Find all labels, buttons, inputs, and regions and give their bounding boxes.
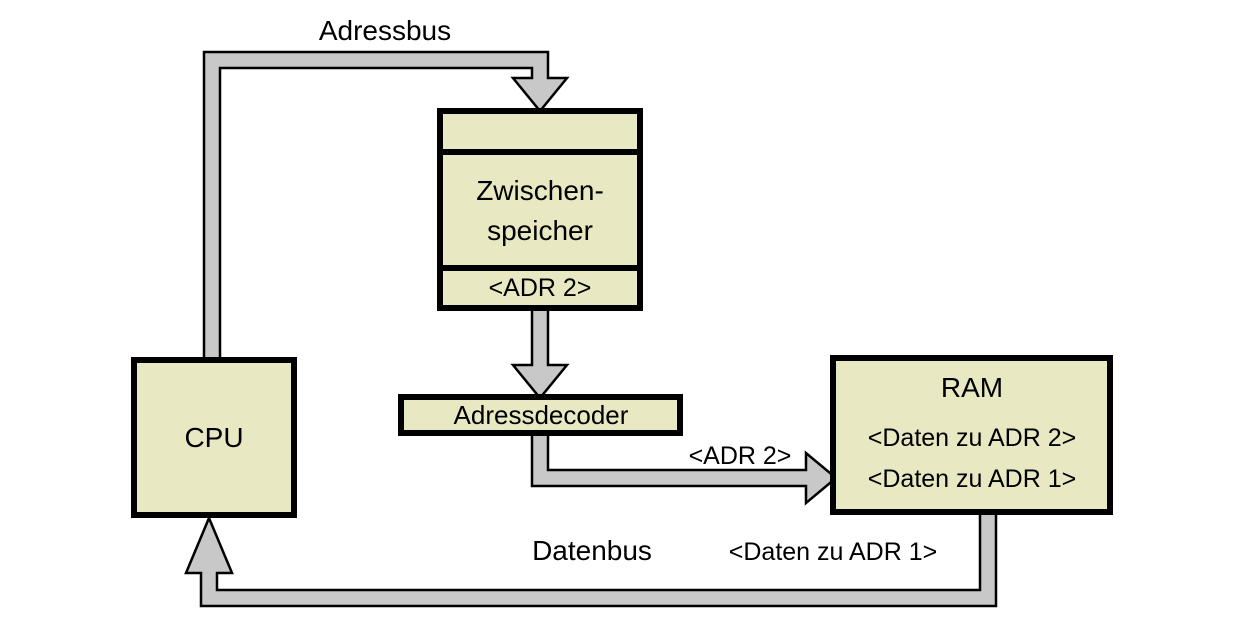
cpu-label: CPU — [184, 422, 243, 453]
zwischenspeicher-adr-value: <ADR 2> — [489, 274, 592, 302]
datenbus-connector — [184, 510, 998, 608]
adressdecoder-node[interactable]: Adressdecoder — [398, 394, 683, 436]
adressbus-label: Adressbus — [319, 15, 451, 46]
ram-title: RAM — [941, 372, 1003, 403]
datenbus-label: Datenbus — [532, 535, 652, 566]
adressbus-connector — [202, 50, 570, 362]
zwischenspeicher-to-adressdecoder-arrow — [510, 306, 570, 400]
datenbus-value-label: <Daten zu ADR 1> — [729, 538, 937, 566]
zwischenspeicher-label-line1: Zwischen- — [476, 175, 604, 206]
adressdecoder-label: Adressdecoder — [454, 400, 629, 430]
cpu-node[interactable]: CPU — [131, 357, 297, 518]
ram-row-adr2: <Daten zu ADR 2> — [868, 424, 1076, 452]
zwischenspeicher-node[interactable]: Zwischen- speicher <ADR 2> — [437, 108, 643, 311]
zwischenspeicher-label-line2: speicher — [487, 215, 593, 246]
adr2-bus-label: <ADR 2> — [689, 442, 792, 470]
adressdecoder-to-ram-arrow — [530, 430, 838, 506]
ram-row-adr1: <Daten zu ADR 1> — [868, 465, 1076, 493]
ram-node[interactable]: RAM <Daten zu ADR 2> <Daten zu ADR 1> — [830, 355, 1113, 515]
